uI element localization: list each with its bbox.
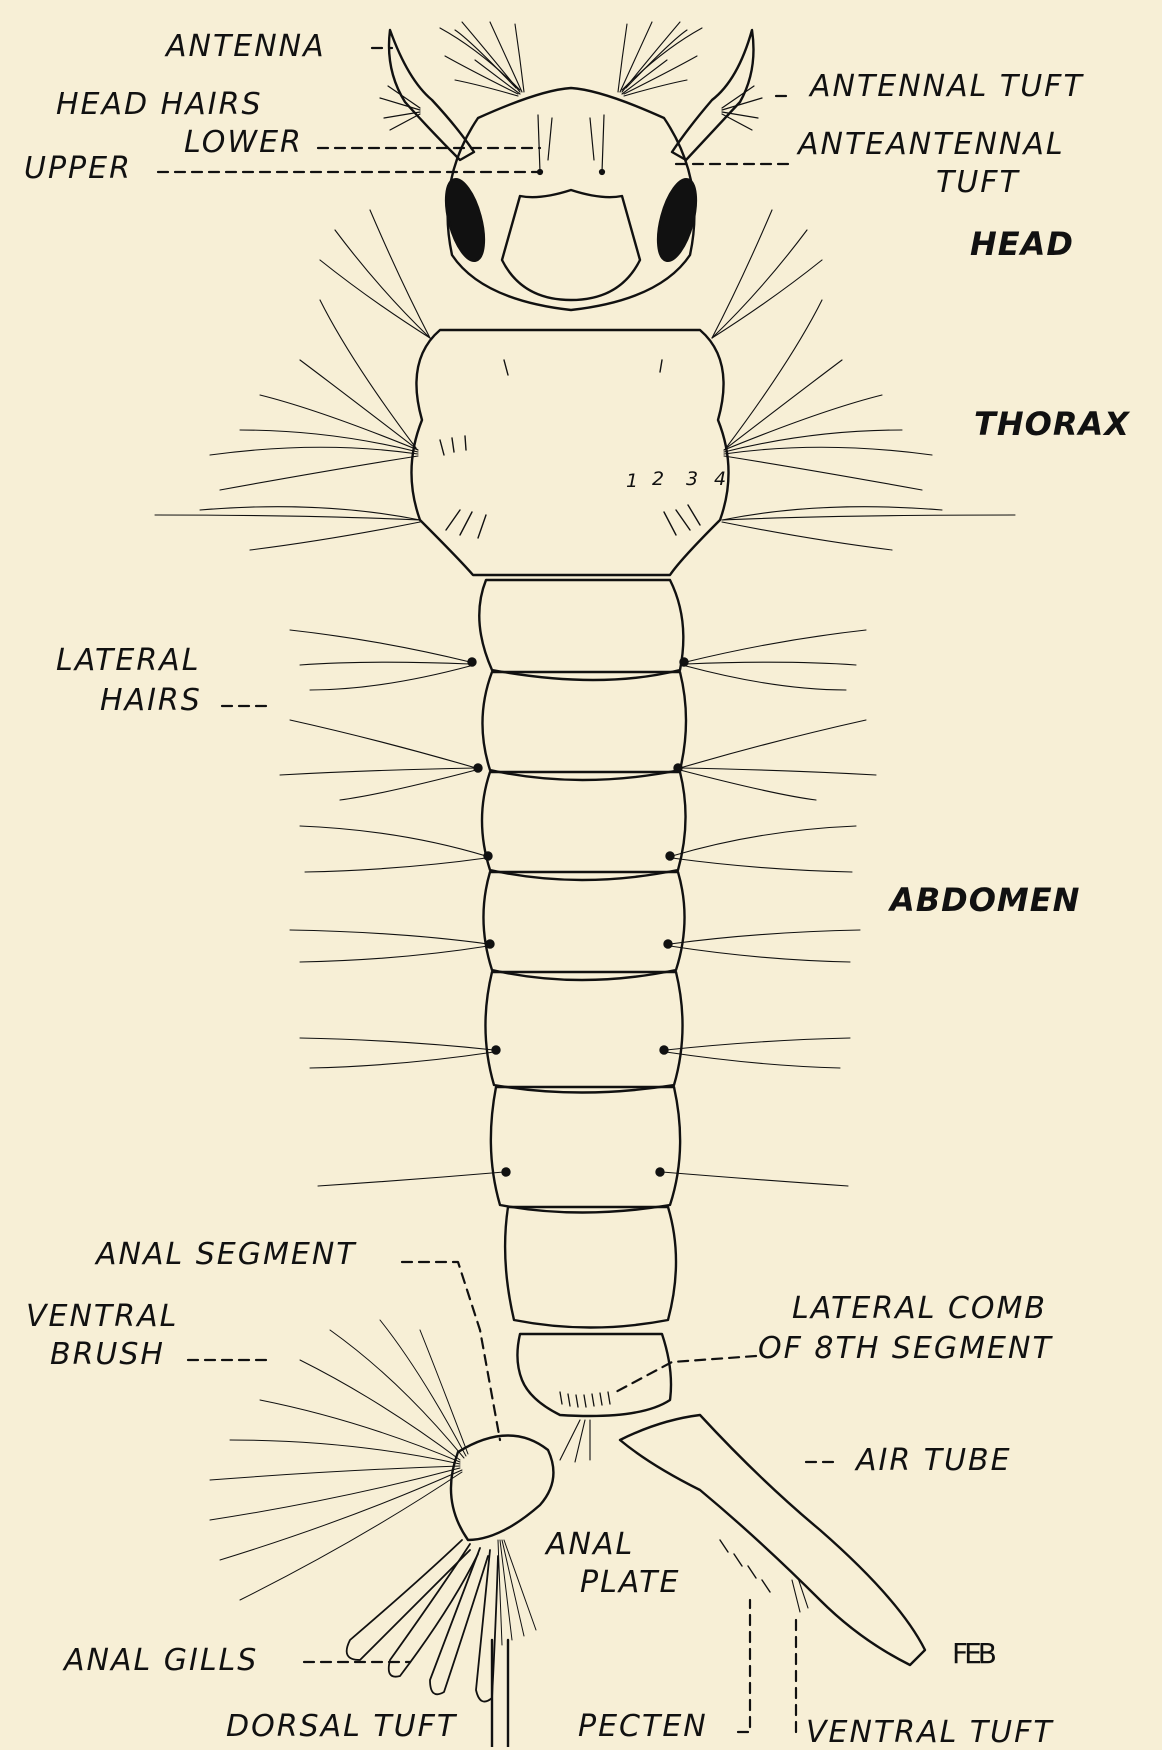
abdominal-segment-2 — [482, 672, 686, 780]
label-head-hairs: HEAD HAIRS — [56, 90, 263, 120]
pecten — [720, 1540, 770, 1592]
anal-plate-hairs — [560, 1420, 590, 1462]
abdominal-segment-1 — [479, 580, 683, 680]
label-ventral-tuft: VENTRAL TUFT — [806, 1718, 1054, 1748]
head-hairs — [538, 115, 605, 175]
label-dorsal-tuft: DORSAL TUFT — [226, 1712, 457, 1742]
label-anal-gills: ANAL GILLS — [64, 1646, 258, 1676]
label-anteantennal: ANTEANTENNAL — [798, 130, 1065, 160]
label-ventral: VENTRAL — [26, 1302, 178, 1332]
antennal-tuft-right — [722, 86, 762, 130]
leader-lateral-comb — [612, 1356, 756, 1394]
thorax-number-3: 3 — [686, 470, 698, 489]
label-lateral-comb: LATERAL COMB — [792, 1294, 1047, 1324]
thorax-marks — [440, 360, 700, 538]
label-anal: ANAL — [546, 1530, 634, 1560]
mouth-brush-left — [440, 22, 524, 96]
label-pecten: PECTEN — [578, 1712, 708, 1742]
label-hairs: HAIRS — [100, 686, 202, 716]
label-upper: UPPER — [24, 154, 132, 184]
label-head: HEAD — [970, 228, 1074, 260]
mouth-brush-right — [618, 22, 702, 96]
ventral-brush — [210, 1320, 468, 1600]
thorax-outline — [411, 330, 728, 575]
lateral-hairs — [280, 630, 876, 1186]
label-of-8th-segment: OF 8TH SEGMENT — [758, 1334, 1053, 1364]
thorax-number-2: 2 — [652, 470, 664, 489]
lateral-comb — [560, 1392, 610, 1407]
anal-segment — [451, 1435, 553, 1540]
abdominal-segment-6 — [491, 1087, 680, 1213]
abdomen — [280, 580, 876, 1328]
thorax — [155, 210, 1015, 575]
thorax-number-1: 1 — [626, 472, 638, 491]
label-thorax: THORAX — [974, 408, 1130, 440]
head-capsule — [448, 88, 695, 310]
anal-gills — [347, 1540, 498, 1702]
abdominal-segment-4 — [483, 872, 684, 980]
artist-signature: FEB — [952, 1640, 993, 1668]
label-anal-segment: ANAL SEGMENT — [96, 1240, 357, 1270]
thoracic-hairs-left — [155, 210, 430, 550]
abdominal-segment-3 — [482, 772, 686, 880]
label-antennal-tuft: ANTENNAL TUFT — [810, 72, 1084, 102]
ventral-tuft-hairs — [792, 1578, 808, 1612]
head — [380, 22, 762, 310]
dorsal-tuft — [498, 1540, 536, 1645]
clypeus — [502, 190, 640, 300]
leader-anal-segment — [402, 1262, 500, 1440]
label-lower: LOWER — [184, 128, 303, 158]
leader-lines — [158, 48, 834, 1732]
label-plate: PLATE — [580, 1568, 680, 1598]
label-antenna: ANTENNA — [166, 32, 326, 62]
label-abdomen: ABDOMEN — [890, 884, 1080, 916]
label-lateral: LATERAL — [56, 646, 200, 676]
thorax-number-4: 4 — [714, 470, 726, 489]
label-tuft: TUFT — [936, 168, 1020, 198]
abdominal-segment-7 — [505, 1207, 676, 1328]
label-air-tube: AIR TUBE — [856, 1446, 1012, 1476]
label-brush: BRUSH — [50, 1340, 165, 1370]
leader-pecten — [738, 1600, 750, 1732]
lateral-hair-sockets — [469, 659, 688, 1176]
abdominal-segment-5 — [485, 972, 682, 1093]
